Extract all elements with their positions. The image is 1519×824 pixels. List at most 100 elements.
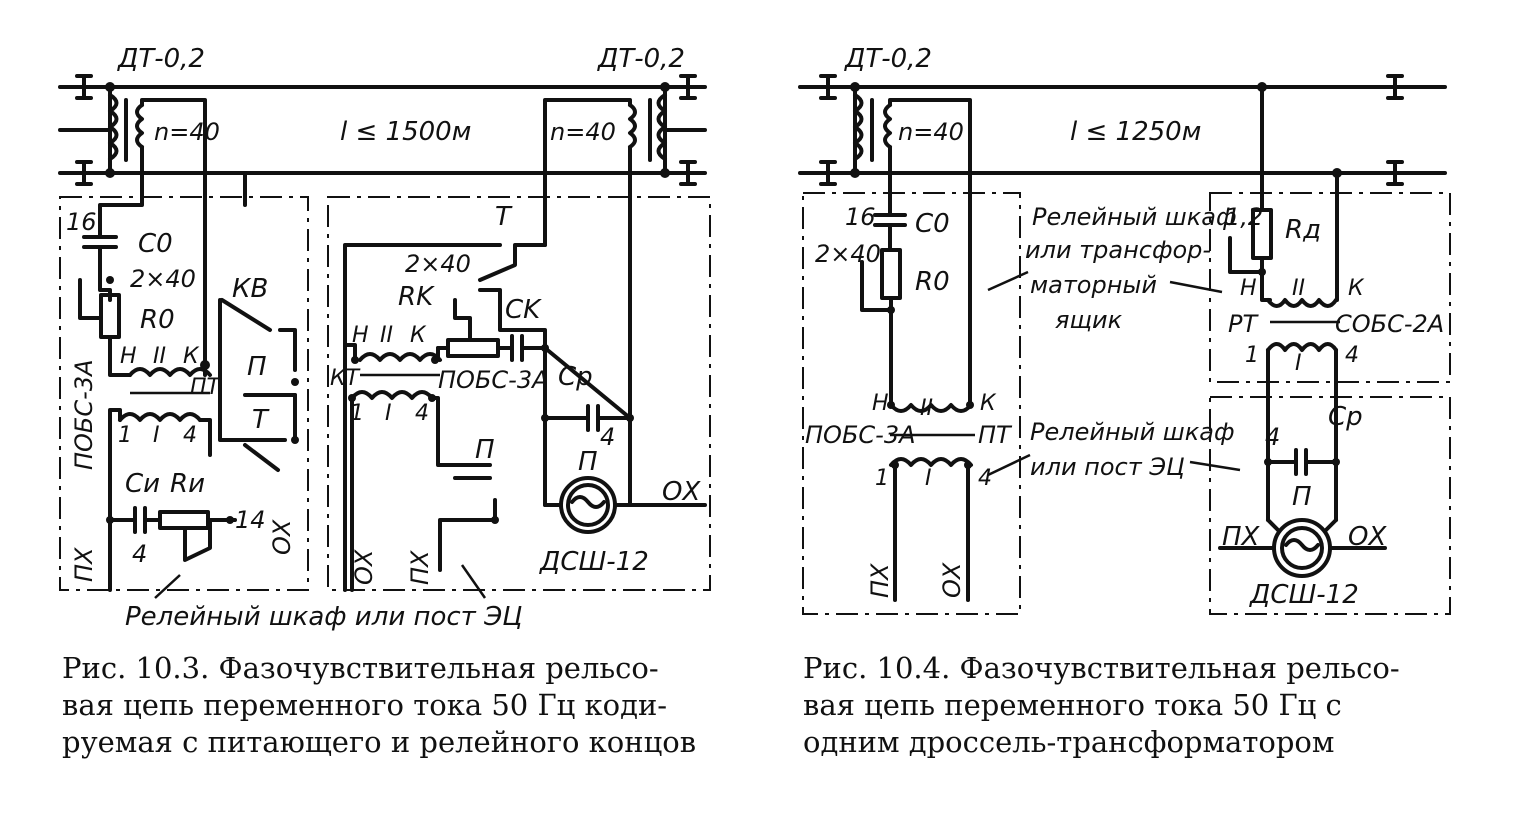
p-contact: [438, 476, 499, 572]
leader-cabinet-right: [1169, 280, 1223, 294]
code-contacts: [218, 298, 299, 472]
cabinet-label-line4: ящик: [1055, 306, 1123, 334]
rk-label: RK: [398, 282, 435, 312]
terminal-4-label: 4: [183, 423, 197, 448]
rd-value: 1,2: [1225, 203, 1263, 231]
c0-label: C0: [138, 229, 173, 259]
c0-value: 16: [66, 208, 97, 236]
figure-caption-10-4: Рис. 10.4. Фазочувствительная рельсо- ва…: [803, 651, 1400, 759]
ratio-label-fig2: n=40: [898, 118, 964, 146]
winding-h-label: Н: [120, 344, 137, 369]
choke-transformer-right: [543, 82, 670, 507]
resistor-r0-fig2: [860, 248, 902, 407]
figure-10-4: ДТ-0,2 n=40 l ≤ 1250м 16 C0 2×40 R0: [798, 44, 1451, 615]
relay-t-label: Т: [252, 405, 270, 435]
winding-h-label-right: Н: [352, 323, 369, 348]
cp-value-fig2: 4: [1265, 423, 1280, 451]
kv-label: КВ: [232, 274, 268, 304]
px-label-left-box: ПХ: [70, 547, 98, 582]
relay-dsh-left: [543, 476, 707, 534]
t-contact-label: T: [495, 202, 513, 232]
winding-ii-label-right: II: [380, 323, 393, 348]
ratio-label-left: n=40: [154, 118, 220, 146]
insulated-joint-icon: [819, 74, 1404, 186]
length-label-fig2: l ≤ 1250м: [1070, 117, 1201, 147]
pt-label-fig2: ПТ: [978, 421, 1013, 449]
ri-label: Rи: [170, 469, 205, 499]
insulated-joint-icon: [75, 74, 697, 186]
winding-i-fig2: I: [925, 466, 932, 491]
relay-p-label: П: [247, 352, 267, 382]
r0-value: 2×40: [130, 265, 196, 293]
r0-label: R0: [140, 305, 175, 335]
winding-ii-label: II: [153, 344, 166, 369]
ox-label-lower: ОХ: [1348, 522, 1387, 552]
relay-box-right: [327, 196, 711, 591]
capacitor-c0-fig2: [873, 213, 907, 252]
relay-cabinet-label: Релейный шкаф или пост ЭЦ: [125, 602, 522, 632]
p-contact-label: П: [475, 435, 495, 465]
relay-dsh-right: [1218, 518, 1387, 578]
ci-label: Cи: [125, 469, 160, 499]
terminal-1-rt: 1: [1245, 343, 1259, 368]
pobs-label-fig2: ПОБС-3А: [805, 421, 916, 449]
r0-value-fig2: 2×40: [815, 240, 881, 268]
ratio-label-right: n=40: [550, 118, 616, 146]
cabinet-label-line1: Релейный шкаф: [1032, 203, 1237, 231]
terminal-1-label: 1: [118, 423, 132, 448]
leader-relay-left: [987, 453, 1031, 477]
motor-p-label-fig2: П: [1292, 482, 1312, 512]
ci-value: 4: [132, 540, 147, 568]
capacitor-resistor-ci-ri: [106, 506, 237, 562]
winding-k-label: К: [183, 344, 200, 369]
transformer-rt: [1266, 288, 1340, 522]
capacitor-cp-fig2: [1264, 448, 1340, 476]
c0-value-fig2: 16: [845, 203, 876, 231]
terminal-4-rt: 4: [1345, 343, 1359, 368]
leader-right: [460, 564, 487, 599]
kt-label: КТ: [330, 366, 361, 391]
relay-box-lower: [1209, 396, 1451, 615]
ox-label-left-box: ОХ: [268, 519, 296, 555]
ck-label: CK: [505, 295, 542, 325]
capacitor-c0: [82, 235, 118, 302]
cp-label-fig2: Cp: [1328, 402, 1363, 432]
relay-box-left: [59, 196, 309, 591]
length-label-left: l ≤ 1500м: [340, 117, 471, 147]
r0-label-fig2: R0: [915, 267, 950, 297]
relay-label-line2: или пост ЭЦ: [1030, 453, 1185, 481]
terminal-1-label-right: 1: [350, 401, 364, 426]
winding-k-label-right: К: [410, 323, 427, 348]
transformer-pt-fig2: [887, 401, 975, 602]
rk-value: 2×40: [405, 250, 471, 278]
pobs-label-right: ПОБС-3А: [438, 366, 549, 394]
px-label-fig2: ПХ: [866, 563, 894, 598]
dsh-label-fig2: ДСШ-12: [1249, 580, 1359, 610]
choke-transformer-left: [98, 82, 247, 367]
leader-relay-right: [1189, 460, 1241, 472]
winding-k-rt: К: [1348, 276, 1365, 301]
transformer-pt-left: [108, 360, 212, 592]
ox-vertical-label: ОХ: [350, 549, 378, 585]
transformer-box: [1209, 192, 1451, 383]
c0-label-fig2: C0: [915, 209, 950, 239]
winding-i-label: I: [153, 423, 160, 448]
terminal-1-fig2: 1: [875, 466, 889, 491]
winding-h-rt: Н: [1240, 276, 1257, 301]
winding-ii-rt: II: [1292, 276, 1305, 301]
ri-value: 14: [235, 506, 266, 534]
px-vertical-label: ПХ: [406, 550, 434, 585]
dt-label-left: ДТ-0,2: [117, 44, 205, 74]
winding-k-fig2: К: [980, 391, 997, 416]
rd-label: Rд: [1285, 215, 1321, 245]
dt-label-right: ДТ-0,2: [597, 44, 685, 74]
winding-i-label-right: I: [385, 401, 392, 426]
cabinet-label-line3: маторный: [1030, 271, 1157, 299]
terminal-4-label-right: 4: [415, 401, 429, 426]
motor-p-label-left: П: [578, 447, 598, 477]
rt-label: РТ: [1228, 310, 1259, 338]
figure-10-3: ДТ-0,2 n=40 l ≤ 1500м ДТ-0,2 n=40 16 C0: [58, 44, 711, 632]
dsh-label-left: ДСШ-12: [539, 547, 649, 577]
transformer-kt: [343, 343, 492, 592]
